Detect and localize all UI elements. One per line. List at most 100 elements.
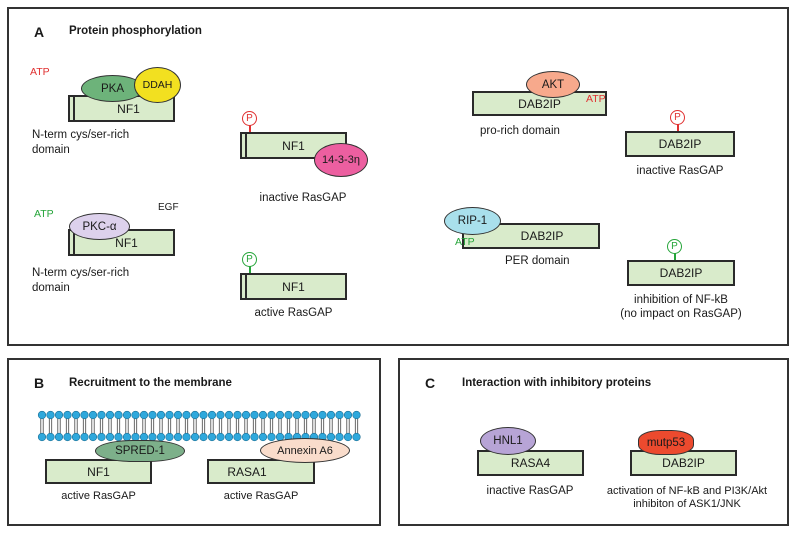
- akt-label: AKT: [541, 78, 565, 91]
- lipid-head: [88, 432, 98, 442]
- akt-ellipse: AKT: [526, 71, 580, 98]
- lipid-head: [97, 432, 106, 442]
- spred-1-label: SPRED-1: [115, 445, 165, 457]
- 14-3-3-ellipse: 14-3-3η: [314, 143, 368, 177]
- panel-a: [7, 7, 789, 346]
- lipid-head: [105, 432, 115, 442]
- phospho-stem: [677, 124, 679, 132]
- 14-3-3-label: 14-3-3η: [322, 154, 360, 166]
- lipid-head: [71, 410, 81, 420]
- mutp53-label: mutp53: [646, 436, 686, 449]
- lipid-head: [207, 410, 217, 420]
- lipid-head: [335, 432, 344, 442]
- lipid-head: [326, 410, 336, 420]
- panel-b-title: Recruitment to the membrane: [69, 377, 232, 389]
- rasa4-caption: inactive RasGAP: [486, 485, 574, 497]
- nfkb-caption-line2: (no impact on RasGAP): [620, 308, 742, 320]
- lipid-head: [241, 410, 251, 420]
- lipid-head: [275, 410, 285, 420]
- nf1-active-label: NF1: [282, 279, 305, 294]
- lipid-head: [224, 432, 234, 442]
- phospho-tag: P: [667, 239, 682, 254]
- lipid-head: [37, 410, 47, 420]
- lipid-head: [233, 432, 242, 442]
- nf1-label: NF1: [87, 464, 110, 479]
- lipid-head: [224, 410, 234, 420]
- nf1-inactive-label: NF1: [282, 138, 305, 153]
- rasa4-box: RASA4: [477, 450, 584, 476]
- nf1-inactive-caption: inactive RasGAP: [259, 192, 347, 204]
- dab2ip-inactive-caption: inactive RasGAP: [636, 165, 724, 177]
- lipid-head: [343, 432, 353, 442]
- lipid-head: [182, 410, 191, 420]
- egf-label: EGF: [158, 202, 179, 213]
- spred-1-ellipse: SPRED-1: [95, 440, 185, 462]
- lipid-head: [199, 410, 208, 420]
- dab2ip-label: DAB2IP: [518, 96, 561, 111]
- phospho-tag: P: [670, 110, 685, 125]
- nf1-label: NF1: [115, 235, 138, 250]
- phospho-tag: P: [242, 111, 257, 126]
- rasa4-label: RASA4: [510, 456, 551, 470]
- lipid-head: [216, 432, 225, 442]
- lipid-head: [156, 410, 166, 420]
- lipid-head: [37, 432, 47, 442]
- lipid-head: [292, 410, 302, 420]
- lipid-head: [105, 410, 115, 420]
- lipid-head: [267, 410, 276, 420]
- lipid-head: [114, 410, 123, 420]
- dab2ip-inactive-box: DAB2IP: [625, 131, 735, 157]
- lipid-head: [182, 432, 191, 442]
- dab2ip-box: DAB2IP: [630, 450, 737, 476]
- nf1-domain-caption-line1: N-term cys/ser-rich: [32, 267, 130, 279]
- lipid-head: [54, 432, 64, 442]
- dab2ip-label: DAB2IP: [662, 456, 705, 470]
- pro-rich-domain-caption: pro-rich domain: [480, 125, 560, 137]
- rip-1-ellipse: RIP-1: [444, 207, 501, 235]
- lipid-head: [267, 432, 276, 442]
- lipid-head: [46, 410, 55, 420]
- phospho-stem: [674, 253, 676, 261]
- lipid-head: [258, 432, 268, 442]
- nf1-domain-caption-line2: domain: [32, 282, 70, 294]
- atp-label: ATP: [34, 208, 54, 220]
- lipid-head: [88, 410, 98, 420]
- lipid-head: [190, 410, 200, 420]
- panel-a-title: Protein phosphorylation: [69, 25, 202, 37]
- lipid-head: [122, 410, 132, 420]
- panel-c-title: Interaction with inhibitory proteins: [462, 377, 652, 389]
- nf1-active-box: NF1: [240, 273, 347, 300]
- lipid-head: [284, 410, 293, 420]
- rip-1-label: RIP-1: [457, 215, 488, 227]
- dab2ip-nfkb-label: DAB2IP: [659, 266, 703, 280]
- panel-a-letter: A: [34, 24, 45, 40]
- annexin-a6-ellipse: Annexin A6: [260, 438, 350, 463]
- rasa1-box: RASA1: [207, 459, 315, 484]
- nf1-domain-caption-line2: domain: [32, 144, 70, 156]
- lipid-head: [343, 410, 353, 420]
- per-domain-caption: PER domain: [505, 255, 570, 267]
- lipid-head: [54, 410, 64, 420]
- lipid-head: [318, 410, 327, 420]
- lipid-head: [241, 432, 251, 442]
- mutp53-ellipse: mutp53: [638, 430, 694, 455]
- lipid-head: [301, 410, 310, 420]
- lipid-head: [309, 410, 319, 420]
- lipid-head: [250, 432, 259, 442]
- phospho-stem: [249, 266, 251, 274]
- lipid-head: [352, 432, 361, 442]
- pkc-alpha-ellipse: PKC-α: [69, 213, 130, 240]
- lipid-head: [46, 432, 55, 442]
- nf1-caption: active RasGAP: [61, 490, 136, 502]
- lipid-head: [71, 432, 81, 442]
- lipid-head: [199, 432, 208, 442]
- lipid-head: [148, 410, 157, 420]
- dab2ip-inactive-label: DAB2IP: [658, 137, 702, 151]
- dab2ip-nfkb-box: DAB2IP: [627, 260, 735, 286]
- nf1-active-caption: active RasGAP: [254, 307, 333, 319]
- nf1-box: NF1: [45, 459, 152, 484]
- hnl1-ellipse: HNL1: [480, 427, 536, 455]
- lipid-head: [258, 410, 268, 420]
